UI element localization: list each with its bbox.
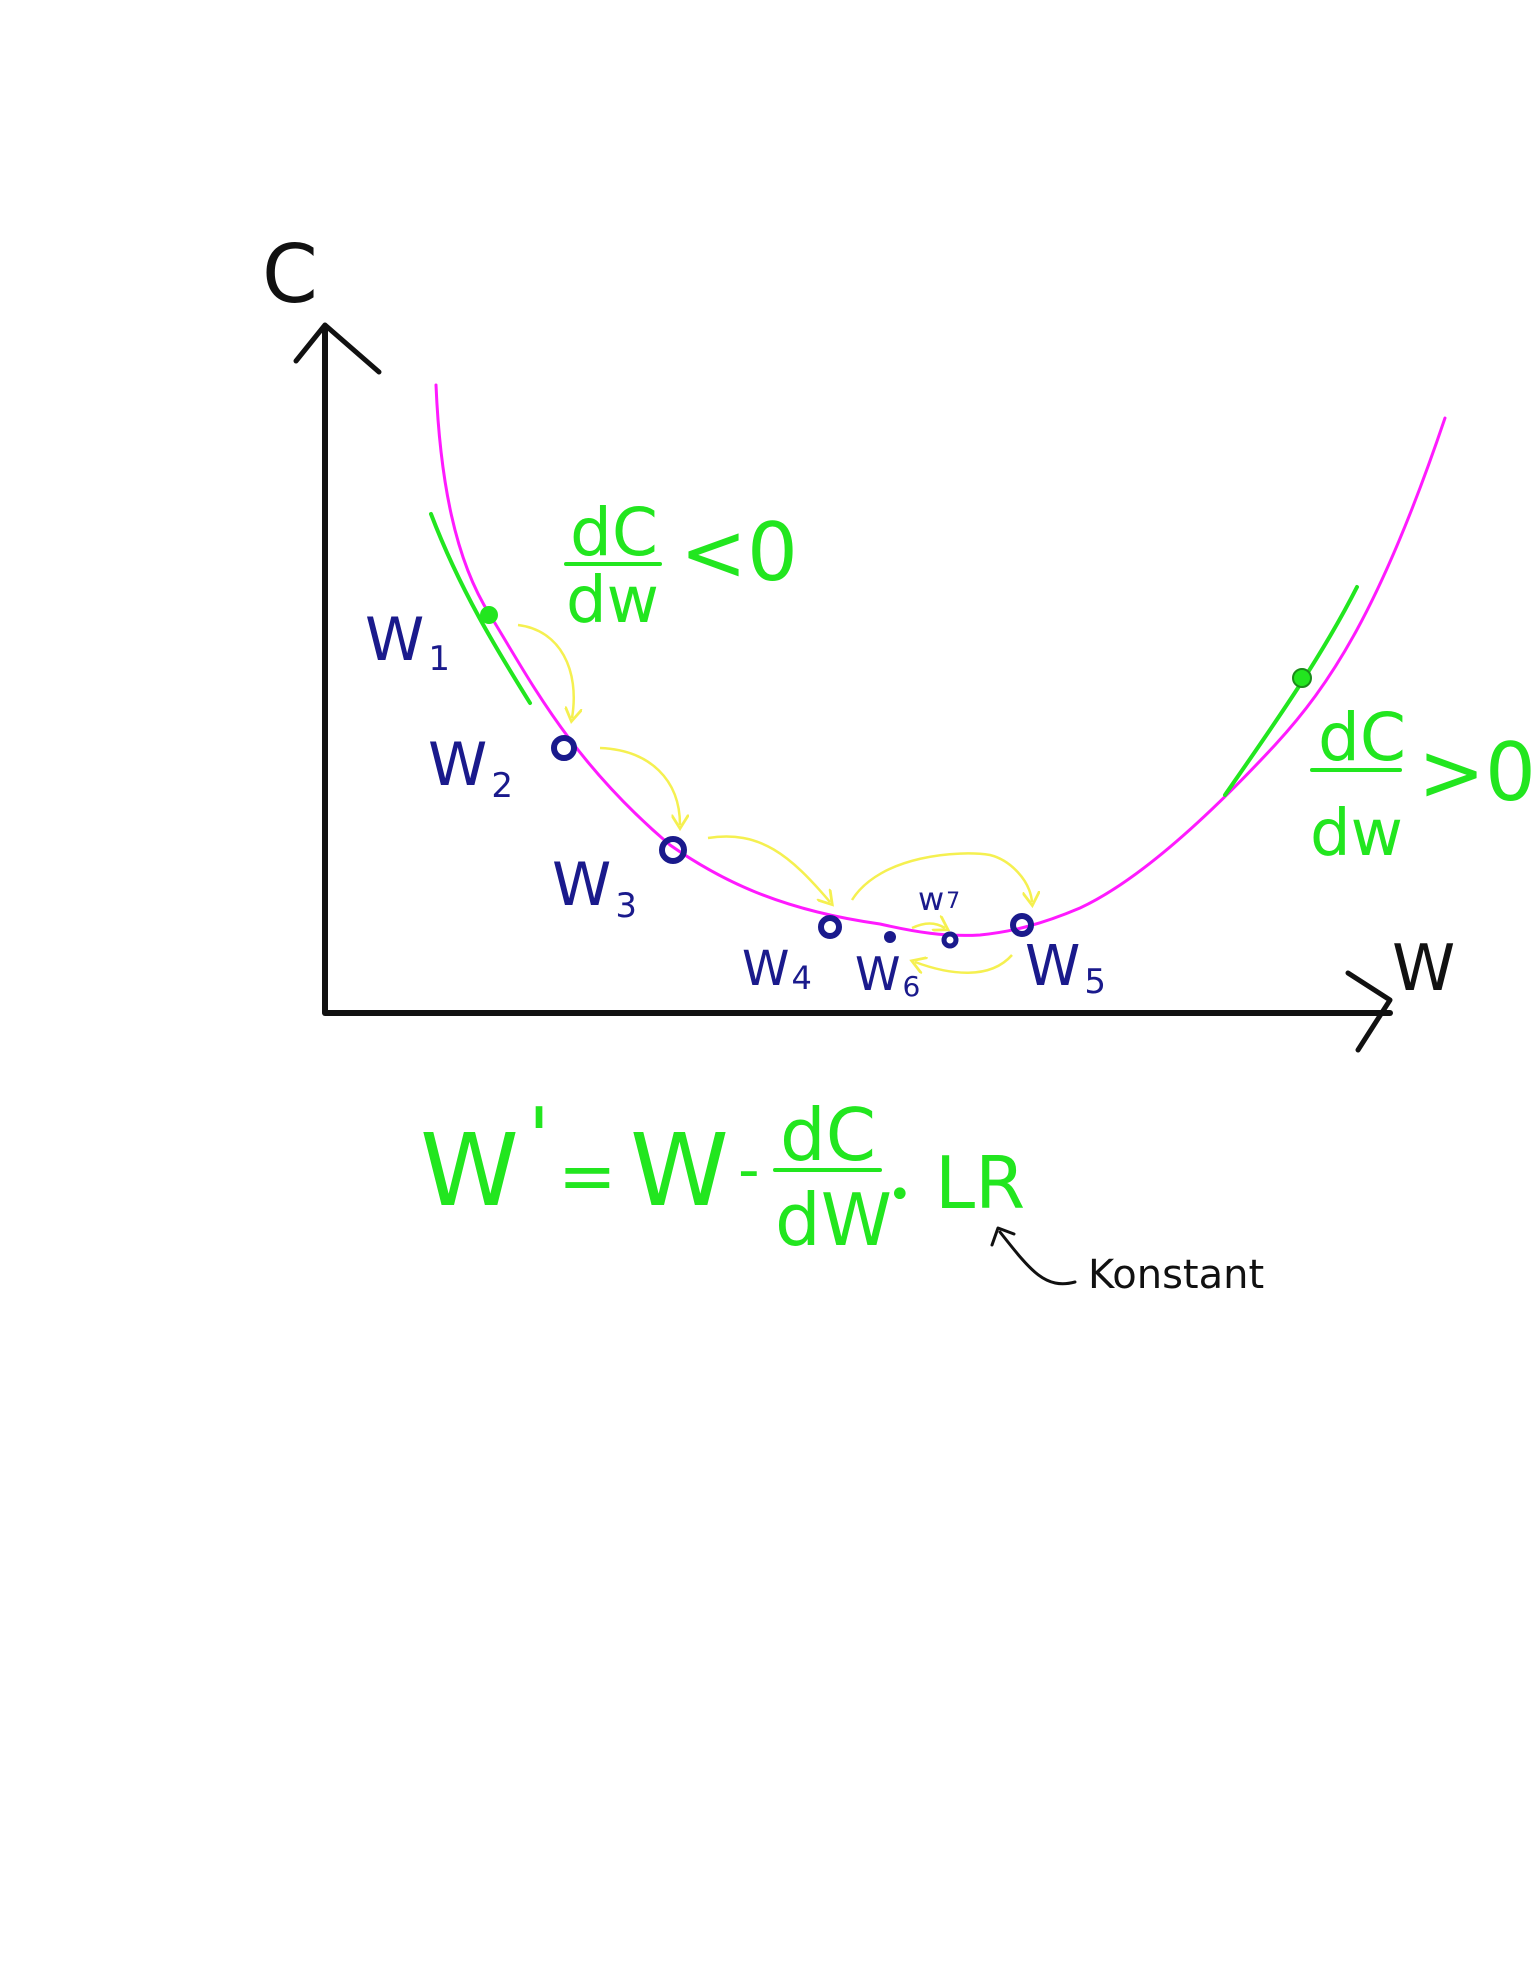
- point-w4: [818, 915, 842, 939]
- points: [480, 606, 1312, 949]
- derivative-positive-relation: >0: [1418, 726, 1536, 819]
- step-arrow-1-2: [517, 623, 574, 718]
- step-arrow-3-4: [707, 835, 830, 902]
- formula-w: W: [630, 1112, 729, 1229]
- left-tangent-line: [429, 512, 532, 705]
- step-arrow-4-5: [850, 852, 1032, 902]
- point-w2: [551, 735, 577, 761]
- konstant-note: Konstant: [990, 1226, 1264, 1298]
- konstant-label: Konstant: [1088, 1252, 1264, 1298]
- formula-lr: LR: [935, 1141, 1025, 1225]
- derivative-negative-relation: <0: [680, 506, 798, 599]
- formula-denominator: dW: [775, 1178, 892, 1262]
- point-w3: [659, 836, 687, 864]
- point-w5: [1010, 913, 1034, 937]
- step-arrow-5-6: [915, 954, 1013, 974]
- x-axis-arrowhead: [1345, 970, 1393, 1053]
- derivative-negative-numerator: dC: [570, 494, 658, 571]
- label-w6: W6: [855, 947, 920, 1003]
- derivative-negative-denominator: dw: [566, 564, 659, 638]
- derivative-positive: dC dw >0: [1310, 699, 1536, 871]
- label-w7: w7: [918, 880, 960, 918]
- point-w6: [884, 931, 896, 943]
- right-tangent-line: [1223, 585, 1359, 797]
- update-formula: W ' = W - dC dW • LR: [420, 1091, 1025, 1262]
- derivative-positive-numerator: dC: [1318, 699, 1406, 776]
- formula-lhs: W: [420, 1112, 519, 1229]
- axes: C W: [262, 228, 1455, 1053]
- derivative-negative: dC dw <0: [564, 494, 798, 638]
- y-axis-label: C: [262, 228, 318, 321]
- step-arrows: [517, 623, 1032, 974]
- formula-minus: -: [738, 1135, 760, 1205]
- formula-equals: =: [558, 1135, 617, 1217]
- konstant-arrow: [998, 1230, 1077, 1286]
- x-axis-label: W: [1392, 932, 1455, 1006]
- formula-prime: ': [528, 1091, 550, 1184]
- cost-curve: [434, 383, 1447, 937]
- step-arrow-2-3: [599, 746, 680, 825]
- formula-dot: •: [888, 1172, 912, 1218]
- step-arrow-6-7: [911, 924, 945, 929]
- green-point-right: [1292, 668, 1312, 688]
- derivative-positive-denominator: dw: [1310, 797, 1403, 871]
- point-w7: [941, 931, 959, 949]
- green-point-left: [480, 606, 498, 624]
- label-w4: W4: [742, 941, 812, 997]
- formula-numerator: dC: [780, 1093, 876, 1177]
- y-axis-arrowhead: [293, 322, 382, 375]
- konstant-arrowhead: [990, 1226, 1016, 1247]
